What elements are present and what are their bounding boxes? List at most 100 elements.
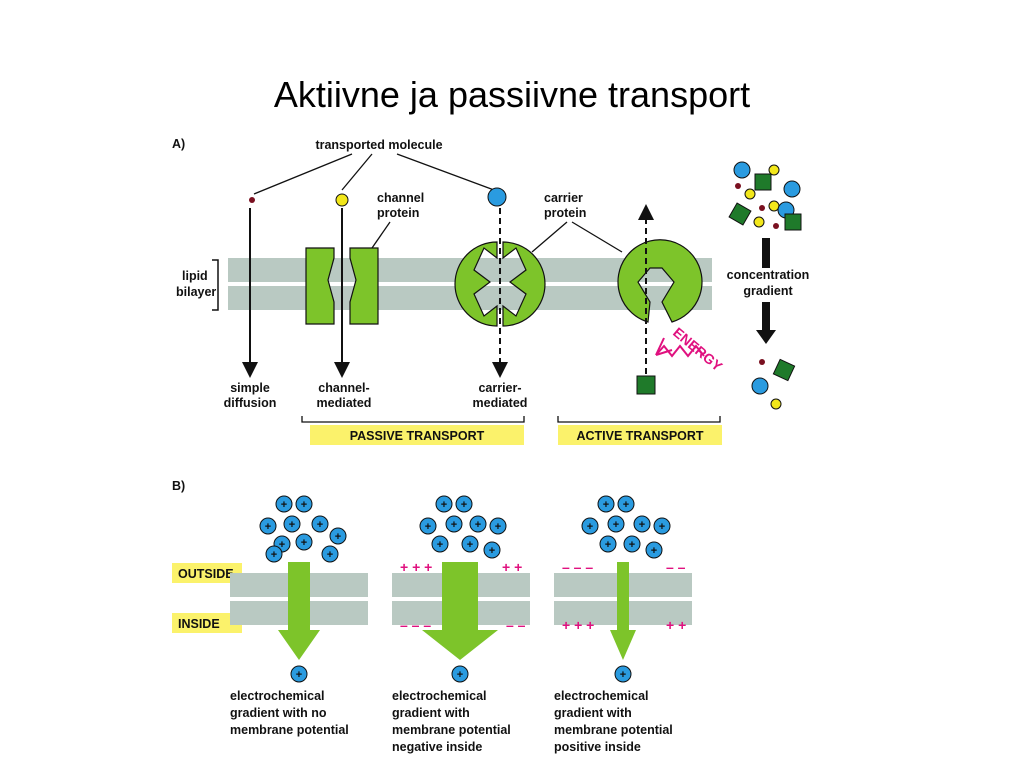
svg-text:membrane potential: membrane potential: [230, 723, 349, 737]
passive-transport-label: PASSIVE TRANSPORT: [350, 429, 485, 443]
small-molecule: [249, 197, 255, 203]
concentration-gradient-label-2: gradient: [743, 284, 793, 298]
svg-text:positive inside: positive inside: [554, 740, 641, 754]
active-transport-label: ACTIVE TRANSPORT: [576, 429, 703, 443]
channel-protein-left: [305, 247, 335, 325]
carrier-protein-right: [502, 241, 546, 327]
svg-text:+: +: [613, 519, 619, 531]
inside-label: INSIDE: [178, 617, 220, 631]
svg-text:membrane potential: membrane potential: [554, 723, 673, 737]
carrier-protein-label-2: protein: [544, 206, 586, 220]
svg-text:+: +: [289, 519, 295, 531]
plus-marks-3-left: + + +: [562, 617, 594, 633]
svg-text:+: +: [437, 539, 443, 551]
svg-text:+: +: [623, 499, 629, 511]
transported-molecule-label: transported molecule: [315, 138, 442, 152]
svg-text:+: +: [265, 521, 271, 533]
passive-bracket: [301, 416, 525, 423]
lipid-label-2: bilayer: [176, 285, 216, 299]
channel-protein-label-1: channel: [377, 191, 424, 205]
bilayer-bracket: [212, 259, 219, 311]
plus-marks-3-right: + +: [666, 617, 686, 633]
caption-3: electrochemical gradient with membrane p…: [554, 689, 673, 754]
minus-marks-3-left: – – –: [562, 559, 593, 575]
panel-b-label: B): [172, 479, 185, 493]
svg-text:+: +: [620, 669, 626, 681]
channel-protein-right: [349, 247, 379, 325]
concentration-gradient-label-1: concentration: [727, 268, 810, 282]
simple-diffusion-label-1: simple: [230, 381, 270, 395]
svg-text:+: +: [279, 539, 285, 551]
svg-text:+: +: [467, 539, 473, 551]
molecule-leader-lines: [253, 153, 495, 195]
lipid-label-1: lipid: [182, 269, 208, 283]
svg-text:+: +: [605, 539, 611, 551]
passive-transport-tag: [310, 425, 524, 445]
svg-text:electrochemical: electrochemical: [230, 689, 325, 703]
svg-text:+: +: [489, 545, 495, 557]
low-concentration-cluster: [751, 358, 796, 410]
ion-inside-2: +: [451, 665, 469, 683]
transport-figure: A) lipid bilayer transported molecule si…: [172, 130, 828, 766]
svg-text:electrochemical: electrochemical: [554, 689, 649, 703]
plus-marks-2-left: + + +: [400, 559, 432, 575]
svg-text:gradient with: gradient with: [392, 706, 470, 720]
channel-mediated-label-2: mediated: [317, 396, 372, 410]
svg-text:+: +: [296, 669, 302, 681]
caption-2: electrochemical gradient with membrane p…: [392, 689, 511, 754]
svg-text:+: +: [457, 669, 463, 681]
svg-text:gradient with: gradient with: [554, 706, 632, 720]
carrier-protein-left: [454, 241, 498, 327]
green-square-molecule: [636, 375, 656, 395]
svg-text:+: +: [587, 521, 593, 533]
svg-text:+: +: [451, 519, 457, 531]
channel-protein-label-2: protein: [377, 206, 419, 220]
carrier-mediated-label-2: mediated: [473, 396, 528, 410]
gradient-arrow-1: [278, 562, 320, 660]
outside-label: OUTSIDE: [178, 567, 234, 581]
svg-text:+: +: [271, 549, 277, 561]
gradient-arrow-3: [610, 562, 636, 660]
svg-text:+: +: [425, 521, 431, 533]
active-bracket: [557, 416, 721, 423]
simple-diffusion-label-2: diffusion: [224, 396, 277, 410]
gradient-arrow-shaft: [762, 302, 770, 330]
svg-text:electrochemical: electrochemical: [392, 689, 487, 703]
svg-text:+: +: [301, 499, 307, 511]
outside-tag: [172, 563, 242, 583]
carrier-leaders: [531, 221, 623, 253]
active-carrier-protein: [617, 239, 703, 323]
blue-molecule: [487, 187, 507, 207]
channel-leader: [371, 221, 391, 249]
svg-text:+: +: [629, 539, 635, 551]
svg-text:+: +: [639, 519, 645, 531]
ion-cluster-1: + + + + + + + + + +: [259, 495, 347, 563]
ion-inside-3: +: [614, 665, 632, 683]
svg-text:membrane potential: membrane potential: [392, 723, 511, 737]
svg-text:+: +: [475, 519, 481, 531]
transport-diagram: A) lipid bilayer transported molecule si…: [172, 137, 810, 754]
energy-arrow-head: [655, 337, 673, 356]
active-transport-tag: [558, 425, 722, 445]
slide-title: Aktiivne ja passiivne transport: [273, 74, 751, 115]
svg-text:+: +: [281, 499, 287, 511]
gradient-arrow-head: [756, 330, 776, 344]
svg-text:gradient with no: gradient with no: [230, 706, 327, 720]
minus-marks-3-right: – –: [666, 559, 686, 575]
svg-text:+: +: [317, 519, 323, 531]
minus-marks-2-left: – – –: [400, 617, 431, 633]
high-concentration-cluster: [728, 161, 802, 231]
svg-text:+: +: [495, 521, 501, 533]
ion-inside-1: +: [290, 665, 308, 683]
energy-wave: [655, 344, 705, 358]
svg-text:+: +: [461, 499, 467, 511]
svg-text:+: +: [651, 545, 657, 557]
channel-mediated-label-1: channel-: [318, 381, 369, 395]
caption-1: electrochemical gradient with no membran…: [230, 689, 349, 737]
plus-marks-2-right: + +: [502, 559, 522, 575]
ion-cluster-2: + + + + + + + + +: [419, 495, 507, 559]
gradient-arrow-2: [422, 562, 498, 660]
ion-cluster-3: + + + + + + + + +: [581, 495, 671, 559]
carrier-protein-label-1: carrier: [544, 191, 583, 205]
carrier-mediated-label-1: carrier-: [478, 381, 521, 395]
